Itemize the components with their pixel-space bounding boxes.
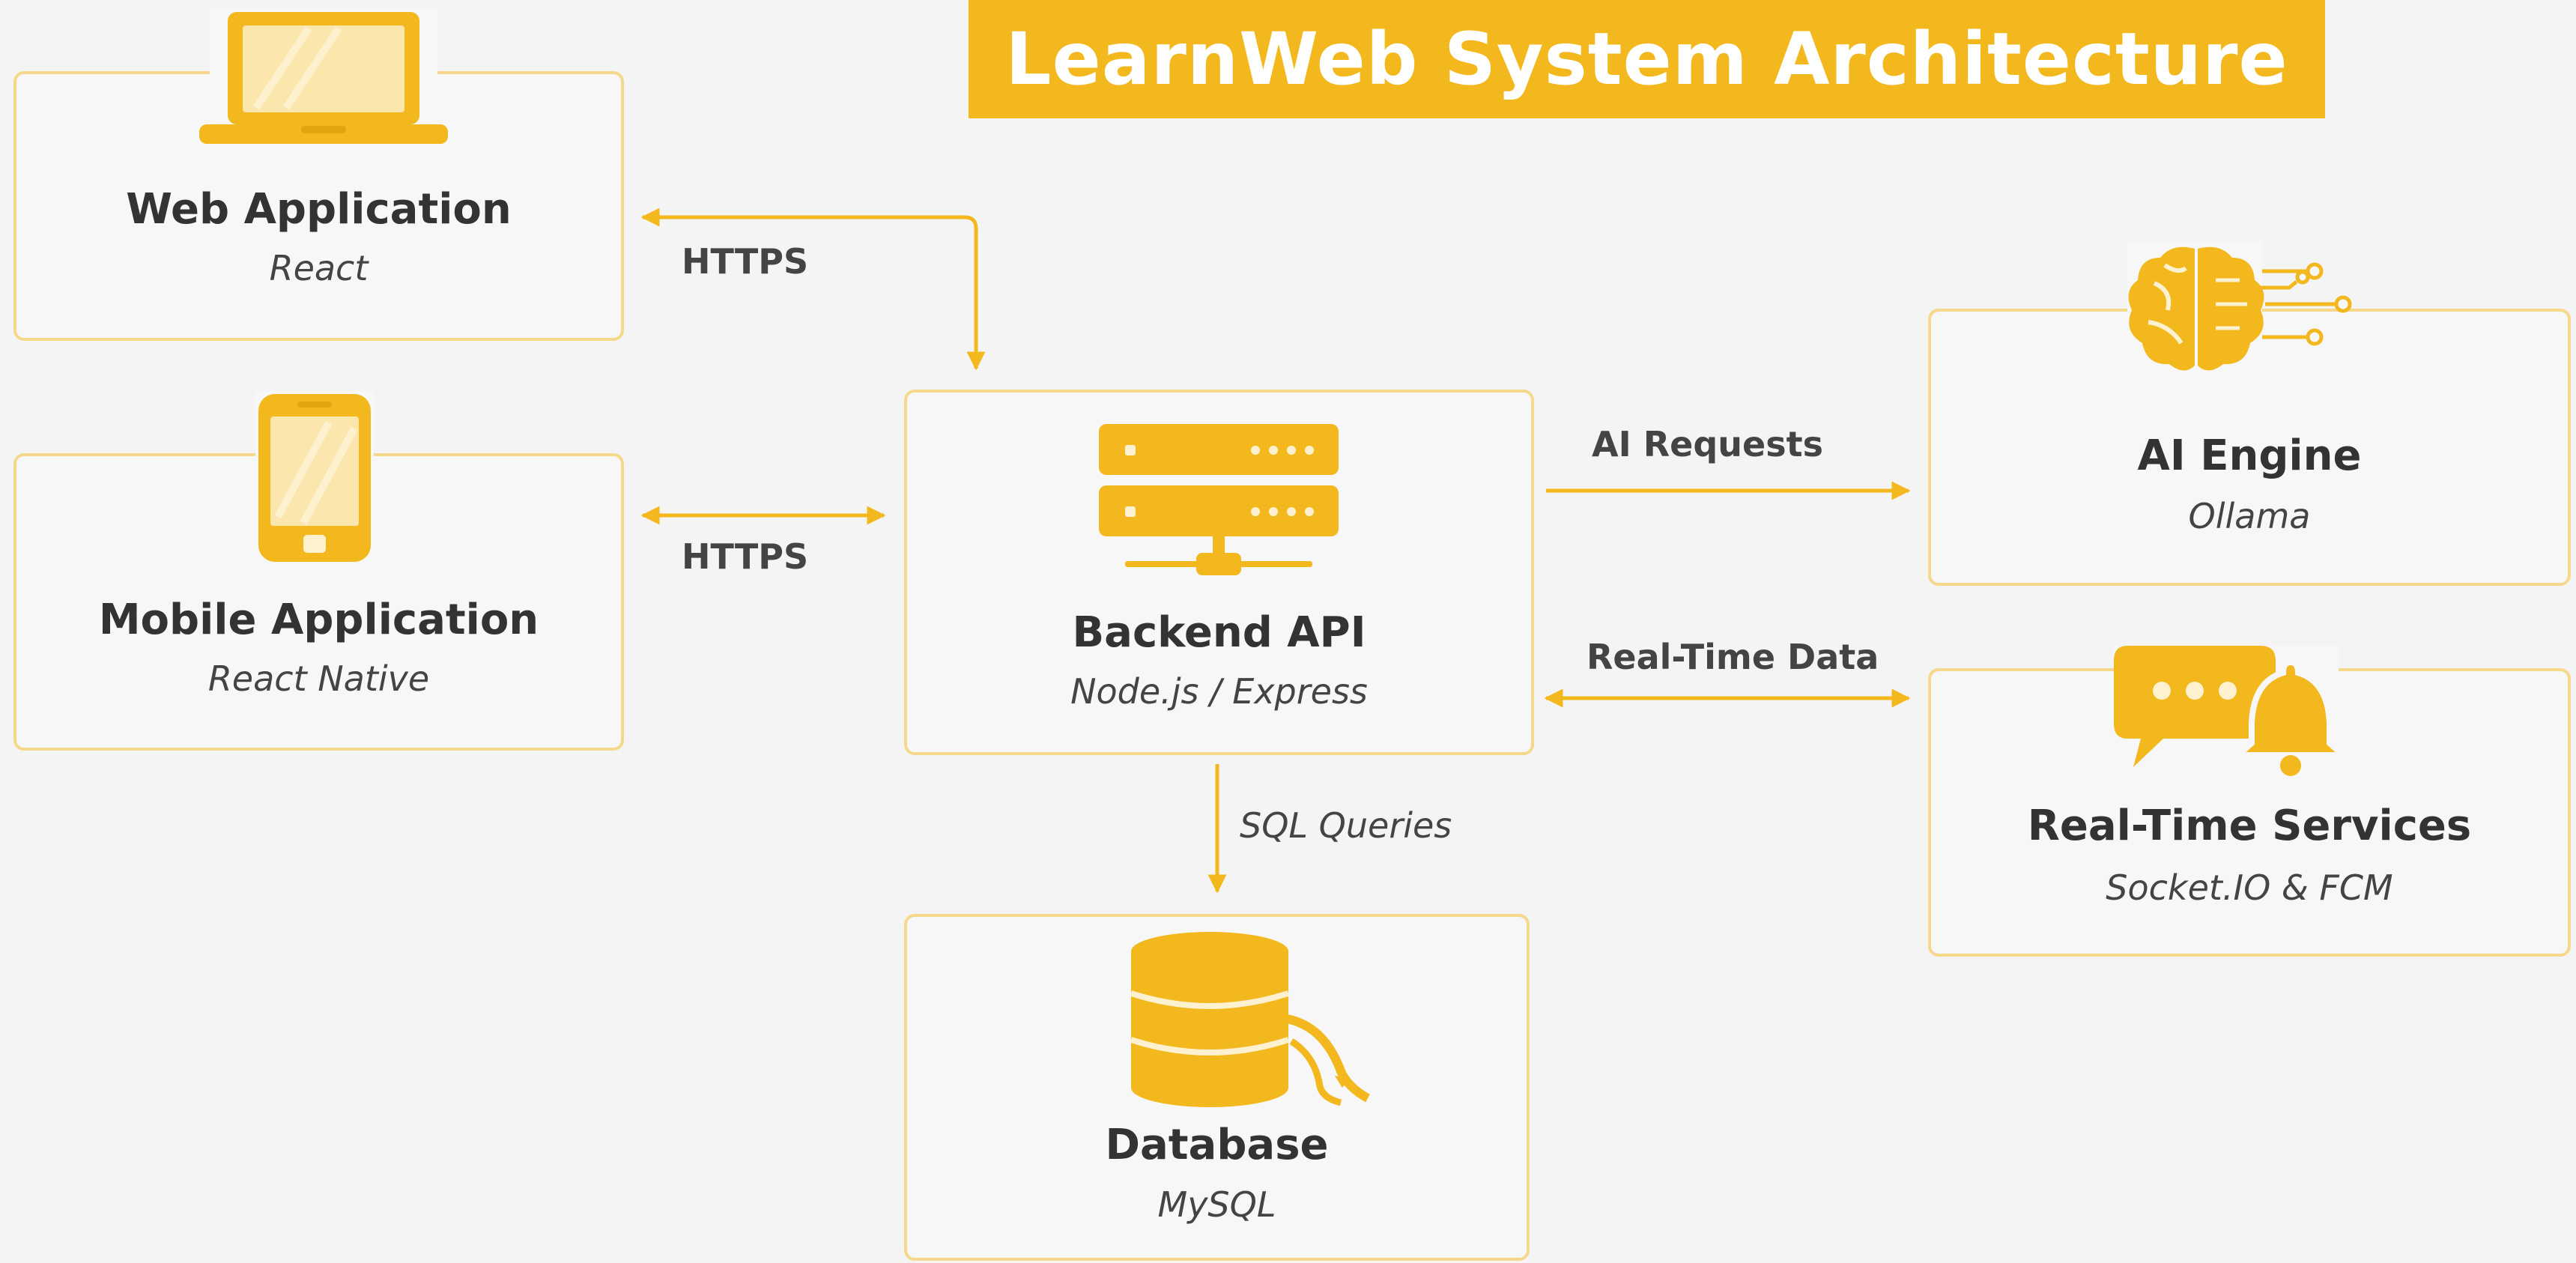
node-name: Web Application xyxy=(126,185,512,234)
server-icon xyxy=(1095,418,1342,583)
diagram-title: LearnWeb System Architecture xyxy=(1005,17,2288,101)
title-banner: LearnWeb System Architecture xyxy=(969,0,2325,118)
smartphone-icon xyxy=(251,390,378,566)
database-icon xyxy=(1124,929,1378,1109)
laptop-icon xyxy=(196,6,451,148)
ai-brain-icon xyxy=(2112,238,2352,381)
edge-label-ai-requests: AI Requests xyxy=(1592,424,1823,464)
edge-web-backend xyxy=(640,208,986,371)
edge-label-web-https: HTTPS xyxy=(682,241,809,282)
node-name: Backend API xyxy=(1072,608,1366,657)
node-tech: React Native xyxy=(207,658,430,699)
node-name: Real-Time Services xyxy=(2027,802,2472,850)
edge-label-mobile-https: HTTPS xyxy=(682,536,809,577)
node-tech: React xyxy=(269,248,369,288)
node-name: Database xyxy=(1105,1121,1329,1169)
node-tech: Node.js / Express xyxy=(1070,671,1368,712)
edge-label-real-time-data: Real-Time Data xyxy=(1586,637,1879,677)
node-tech: Ollama xyxy=(2188,496,2311,536)
edge-label-sql-queries: SQL Queries xyxy=(1240,805,1452,846)
node-name: Mobile Application xyxy=(98,596,539,644)
node-name: AI Engine xyxy=(2137,431,2362,480)
chat-bell-icon xyxy=(2111,643,2351,778)
node-tech: Socket.IO & FCM xyxy=(2106,867,2393,908)
node-tech: MySQL xyxy=(1157,1184,1276,1225)
